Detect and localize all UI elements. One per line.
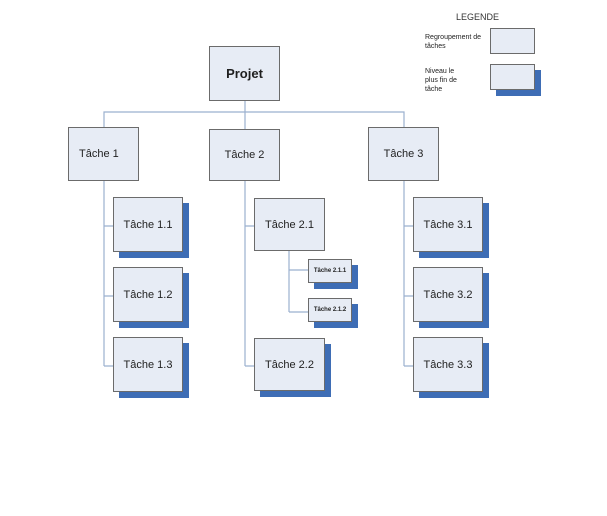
task-3-node: Tâche 3: [368, 127, 439, 181]
legend-finest-label: Niveau le plus fin de tâche: [425, 68, 457, 93]
legend-grouping-box: [490, 28, 535, 54]
task-2-1-1-node: Tâche 2.1.1: [308, 259, 352, 283]
task-1-3-node: Tâche 1.3: [113, 337, 183, 392]
legend-title: LEGENDE: [456, 12, 500, 22]
task-3-3-node: Tâche 3.3: [413, 337, 483, 392]
legend-finest-box: [490, 64, 535, 90]
task-2-node: Tâche 2: [209, 129, 280, 181]
legend-grouping-label: Regroupement de tâches: [425, 34, 482, 50]
task-1-1-node: Tâche 1.1: [113, 197, 183, 252]
task-1-2-node: Tâche 1.2: [113, 267, 183, 322]
task-1-node: Tâche 1: [68, 127, 139, 181]
task-3-1-node: Tâche 3.1: [413, 197, 483, 252]
task-2-1-node: Tâche 2.1: [254, 198, 325, 251]
task-3-2-node: Tâche 3.2: [413, 267, 483, 322]
project-node: Projet: [209, 46, 280, 101]
task-2-1-2-node: Tâche 2.1.2: [308, 298, 352, 322]
task-2-2-node: Tâche 2.2: [254, 338, 325, 391]
